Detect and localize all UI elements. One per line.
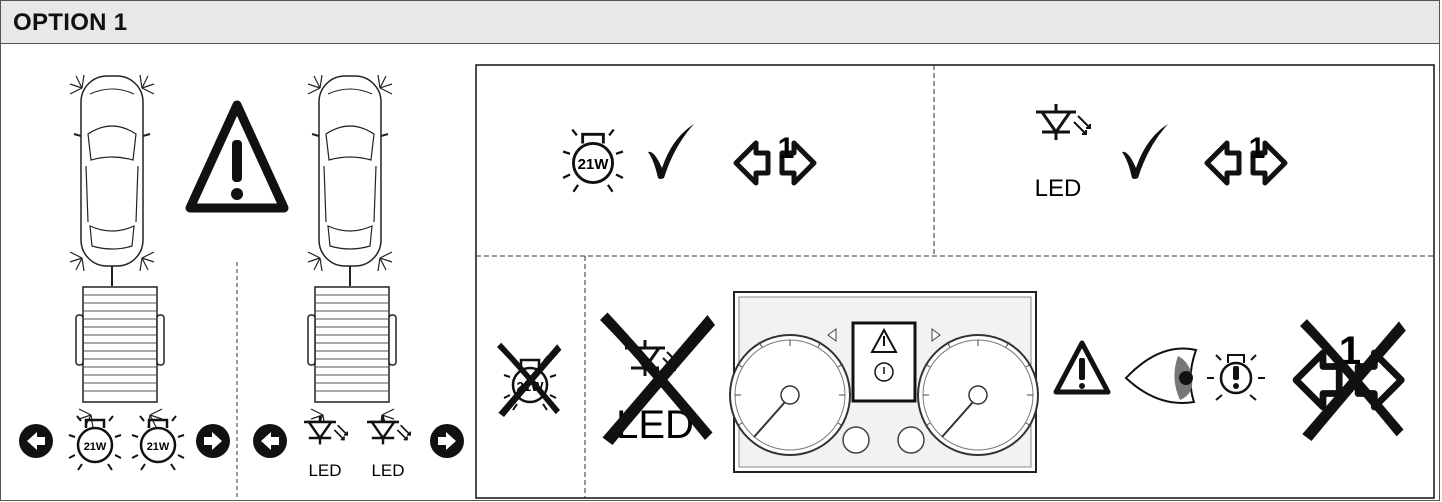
single-flash-turn-indicator-icon: 1 [1207, 132, 1285, 183]
checkmark-icon [1122, 124, 1168, 179]
right-arrow-circle-icon [196, 424, 230, 458]
bulb-21w-icon: 21W [67, 414, 123, 472]
led-diode-icon: LED [1034, 102, 1092, 202]
svg-text:LED: LED [308, 461, 341, 480]
led-diode-icon: LED [302, 414, 349, 480]
header-bar: OPTION 1 [0, 0, 1440, 44]
bulb-21w-icon: 21W [561, 128, 625, 194]
svg-text:LED: LED [1035, 175, 1082, 202]
content-frame [0, 43, 1440, 501]
bulb-21w-icon: 21W [130, 414, 186, 472]
warning-triangle-icon [1053, 340, 1111, 395]
left-arrow-circle-icon [253, 424, 287, 458]
crossed-out-icon [497, 342, 562, 417]
page-title: OPTION 1 [13, 9, 128, 36]
warning-triangle-icon [185, 100, 289, 213]
svg-text:21W: 21W [578, 156, 610, 173]
svg-text:1: 1 [1249, 132, 1266, 165]
car-trailer-bulb-diagram [69, 74, 397, 500]
eye-icon [1124, 347, 1198, 404]
checkmark-icon [648, 124, 694, 179]
instructions-panel [475, 64, 1435, 499]
single-flash-turn-indicator-icon: 1 [736, 132, 814, 183]
instrument-cluster-icon [729, 291, 1039, 473]
svg-text:LED: LED [371, 461, 404, 480]
svg-text:21W: 21W [147, 441, 170, 453]
left-arrow-circle-icon [19, 424, 53, 458]
right-arrow-circle-icon [430, 424, 464, 458]
led-diode-icon: LED [365, 414, 412, 480]
svg-text:21W: 21W [84, 441, 107, 453]
bulb-fault-warning-icon [1207, 354, 1265, 401]
svg-text:1: 1 [778, 132, 795, 165]
